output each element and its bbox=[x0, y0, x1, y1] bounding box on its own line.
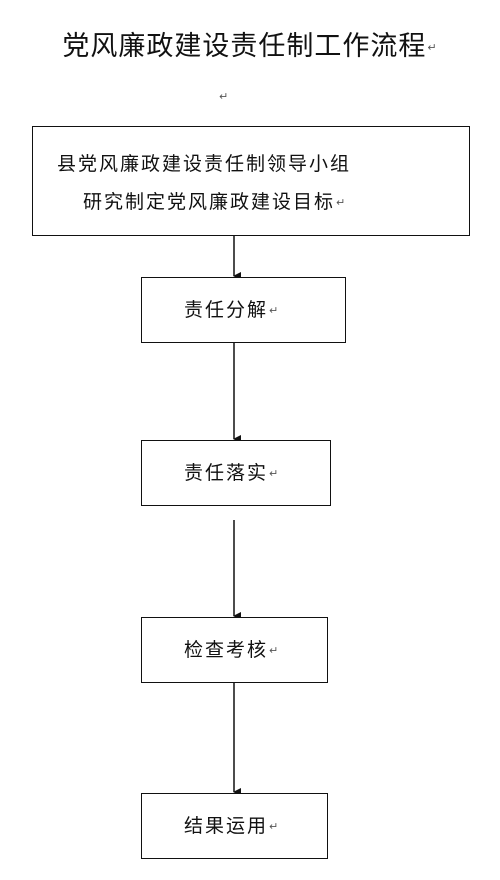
paragraph-mark-icon: ↵ bbox=[269, 303, 281, 317]
leadership-line-1: 县党风廉政建设责任制领导小组 bbox=[57, 153, 352, 175]
step-label: 结果运用 bbox=[184, 815, 269, 837]
flow-box-result-application: 结果运用↵ bbox=[141, 793, 328, 859]
paragraph-mark-icon: ↵ bbox=[427, 41, 438, 54]
flow-box-leadership: 县党风廉政建设责任制领导小组 研究制定党风廉政建设目标↵ bbox=[32, 126, 470, 236]
page-title: 党风廉政建设责任制工作流程↵ bbox=[0, 24, 500, 63]
paragraph-mark-icon: ↵ bbox=[269, 466, 281, 480]
paragraph-mark-icon: ↵ bbox=[219, 90, 229, 103]
paragraph-mark-icon: ↵ bbox=[269, 643, 281, 657]
step-label: 责任落实 bbox=[184, 462, 269, 484]
leadership-line-2: 研究制定党风廉政建设目标↵ bbox=[83, 191, 348, 213]
paragraph-mark-icon: ↵ bbox=[269, 819, 281, 833]
step-label: 检查考核 bbox=[184, 639, 269, 661]
step-label: 责任分解 bbox=[184, 299, 269, 321]
paragraph-mark-icon: ↵ bbox=[336, 195, 348, 209]
flow-box-inspection-assessment: 检查考核↵ bbox=[141, 617, 328, 683]
flow-box-responsibility-breakdown: 责任分解↵ bbox=[141, 277, 346, 343]
title-text: 党风廉政建设责任制工作流程 bbox=[62, 31, 427, 62]
flow-box-responsibility-implementation: 责任落实↵ bbox=[141, 440, 331, 506]
